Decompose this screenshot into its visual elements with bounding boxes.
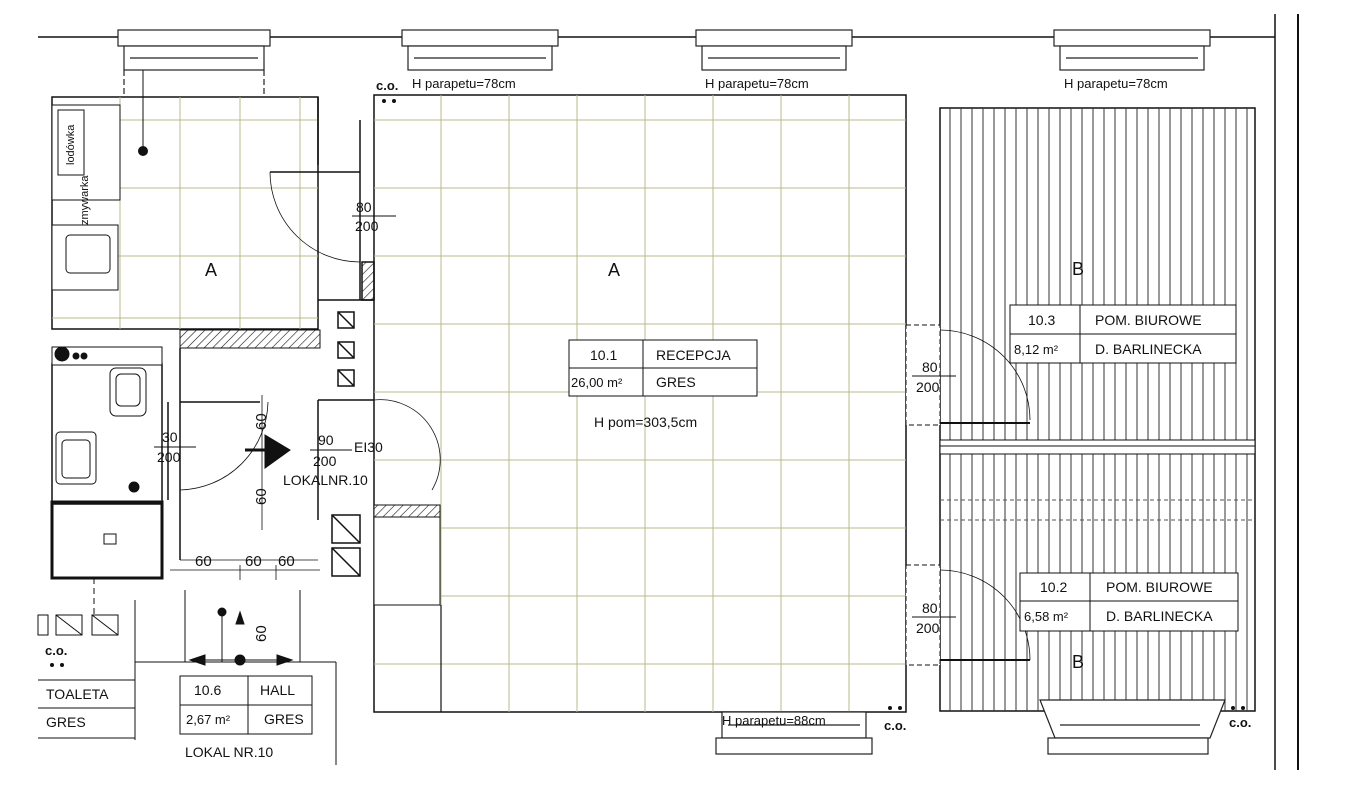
heating-label-3: c.o. xyxy=(884,718,906,733)
office-bottom-label-table xyxy=(1019,572,1239,632)
office-top-name: POM. BIUROWE xyxy=(1095,312,1202,328)
office-bottom-floor: D. BARLINECKA xyxy=(1106,608,1213,624)
kitchen-room-code: A xyxy=(205,260,217,280)
heating-label-1: c.o. xyxy=(376,78,398,93)
window-3 xyxy=(695,29,853,71)
unit-label-bottom: LOKAL NR.10 xyxy=(185,744,273,760)
door-30-width: 30 xyxy=(162,429,178,445)
kitchen-room xyxy=(51,37,319,330)
parapet-label-4: H parapetu=88cm xyxy=(722,713,826,728)
heating-dots xyxy=(50,99,1245,710)
door-30-height: 200 xyxy=(157,449,181,465)
door-80-height: 200 xyxy=(355,218,379,234)
office-bottom-number: 10.2 xyxy=(1040,579,1067,595)
room-height-label: H pom=303,5cm xyxy=(594,414,697,430)
office-bottom-name: POM. BIUROWE xyxy=(1106,579,1213,595)
hall-floor: GRES xyxy=(264,711,304,727)
office-top-area: 8,12 m² xyxy=(1014,342,1059,357)
dim-horizontal-3: 60 xyxy=(278,553,295,570)
office-top-room-code: B xyxy=(1072,259,1084,279)
heating-label-2: c.o. xyxy=(45,643,67,658)
wood-floor-lines xyxy=(949,108,1248,711)
door-b1-height: 200 xyxy=(916,379,940,395)
kitchen-sink-label: zmywarka xyxy=(79,175,91,225)
corridor-walls xyxy=(269,97,441,577)
parapet-label-1: H parapetu=78cm xyxy=(412,76,516,91)
parapet-label-3: H parapetu=78cm xyxy=(1064,76,1168,91)
dim-horizontal-2: 60 xyxy=(245,553,262,570)
office-bottom-room-code: B xyxy=(1072,652,1084,672)
door-b1-width: 80 xyxy=(922,359,938,375)
toilet-room xyxy=(37,346,164,740)
window-1 xyxy=(117,29,271,95)
door-b2-width: 80 xyxy=(922,600,938,616)
reception-label-table xyxy=(568,339,758,397)
window-6 xyxy=(1039,699,1226,755)
toilet-floor: GRES xyxy=(46,714,86,730)
reception-floor: GRES xyxy=(656,374,696,390)
reception-number: 10.1 xyxy=(590,347,617,363)
fire-rating-label: EI30 xyxy=(354,439,383,455)
window-2 xyxy=(401,29,559,71)
kitchen-fridge-label: lodówka xyxy=(65,124,77,165)
dim-vertical-3: 60 xyxy=(253,625,270,642)
office-bottom-area: 6,58 m² xyxy=(1024,609,1069,624)
heating-label-4: c.o. xyxy=(1229,715,1251,730)
window-5 xyxy=(715,711,873,755)
window-4 xyxy=(1053,29,1211,71)
hall-number: 10.6 xyxy=(194,682,221,698)
hall-name: HALL xyxy=(260,682,295,698)
reception-name: RECEPCJA xyxy=(656,347,731,363)
parapet-label-2: H parapetu=78cm xyxy=(705,76,809,91)
dim-vertical-1: 60 xyxy=(253,413,270,430)
dim-vertical-2: 60 xyxy=(253,488,270,505)
reception-area: 26,00 m² xyxy=(571,375,623,390)
reception-room-code: A xyxy=(608,260,620,280)
dim-horizontal-1: 60 xyxy=(195,553,212,570)
toilet-name: TOALETA xyxy=(46,686,109,702)
door-90-width: 90 xyxy=(318,432,334,448)
hall-area: 2,67 m² xyxy=(186,712,231,727)
reception-room xyxy=(373,94,907,713)
windows xyxy=(117,29,1226,755)
unit-label: LOKALNR.10 xyxy=(283,472,368,488)
hall-area xyxy=(167,329,321,666)
door-90-height: 200 xyxy=(313,453,337,469)
office-top-number: 10.3 xyxy=(1028,312,1055,328)
office-rooms xyxy=(905,107,1256,712)
door-80-width: 80 xyxy=(356,199,372,215)
office-top-label-table xyxy=(1009,304,1237,364)
door-b2-height: 200 xyxy=(916,620,940,636)
office-top-floor: D. BARLINECKA xyxy=(1095,341,1202,357)
hall-label-table xyxy=(135,661,337,765)
